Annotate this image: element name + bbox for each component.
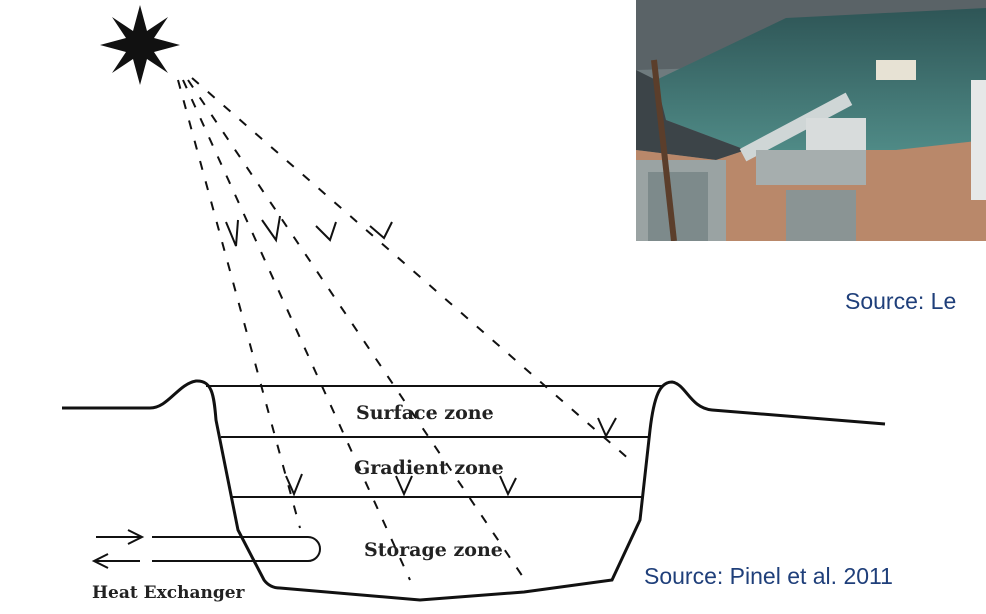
ray-arrow [286,474,302,494]
solar-pond-photo [636,0,986,241]
ray-arrowheads [226,216,616,494]
storage-zone-label: Storage zone [364,539,503,561]
heat-exchanger-pipe [152,537,320,561]
sun-ray [178,80,300,528]
photo-source-caption: Source: Le [845,288,956,315]
gradient-zone-label: Gradient zone [354,457,504,479]
heat-exchanger-arrows [94,530,142,568]
ray-arrow [316,222,336,240]
solar-pond-photo-art [636,0,986,241]
diagram-source-caption: Source: Pinel et al. 2011 [644,563,893,590]
heat-exchanger-label: Heat Exchanger [92,583,246,603]
surface-zone-label: Surface zone [356,402,494,424]
ray-arrow [262,216,280,240]
ray-arrow [598,418,616,436]
ray-arrow [370,222,392,238]
sun-ray [183,80,410,580]
ray-arrow [226,220,238,246]
sun-rays [178,78,630,580]
sun-ray [188,80,525,580]
sun-icon [100,5,180,85]
